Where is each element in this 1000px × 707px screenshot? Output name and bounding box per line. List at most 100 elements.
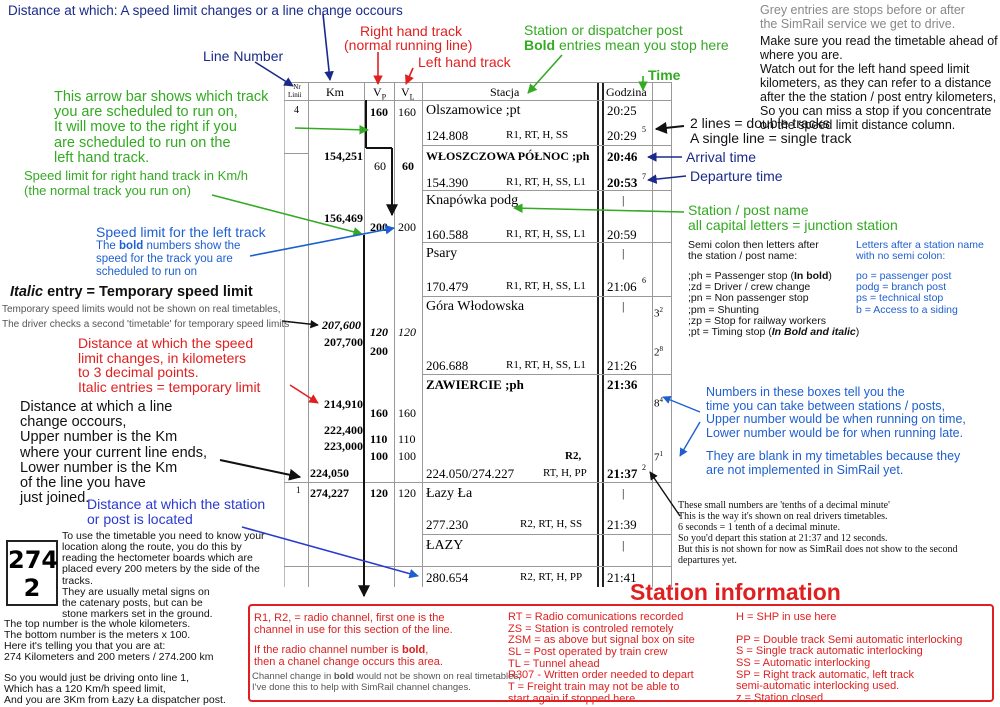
km-value: 154,251 [324,149,363,163]
vl-value: 110 [398,432,416,446]
km-value: 207,700 [324,335,363,349]
header-godzina: Godzina [606,85,647,99]
header-vp: VP [373,85,387,102]
tenths: 6 [642,276,646,285]
timetable: Nr Linii Km VP VL Stacja Godzina 4 1 154… [284,82,672,587]
station-name: Knapówka podg [426,193,519,208]
callout-departure: Departure time [690,168,783,184]
station-km: 277.230 [426,517,469,532]
tenths: 7 [642,172,646,181]
info-title: Station information [630,579,841,605]
vl-value: 160 [398,105,416,119]
line-number: 1 [296,485,301,495]
callout-station-post: Station or dispatcher post [524,22,683,38]
station-name: ŁAZY [426,538,464,553]
box-upper: 84 [654,396,663,410]
station-km: 280.654 [426,570,469,585]
vl-value: 120 [398,486,416,500]
hectometer-board: 274 2 [6,540,58,606]
callout-right-track-sub: (normal running line) [344,37,473,53]
departure-time: 20:53 [607,175,638,190]
vp-value: 60 [374,159,386,173]
time: 20:59 [607,227,637,242]
station-codes: R1, RT, H, SS [506,129,569,141]
callout-right-track: Right hand track [360,23,462,39]
time: 21:37 [607,466,638,481]
board-explain: The top number is the whole kilometers.T… [4,618,226,706]
make-sure-note: Make sure you read the timetable ahead o… [760,34,998,132]
station-codes: R1, RT, H, SS, L1 [506,176,586,188]
vp-value: 120 [370,486,388,500]
station-km: 160.588 [426,227,469,242]
callout-italic-title: Italic entry = Temporary speed limit [10,284,253,300]
station-codes: R1, RT, H, SS, L1 [506,359,586,371]
time: 20:29 [607,128,637,143]
station-km: 206.688 [426,358,469,373]
line-number: 4 [294,105,299,116]
pass-mark: | [622,538,625,552]
header-nr: Nr [293,83,301,91]
station-information-box: R1, R2, = radio channel, first one is th… [248,604,994,705]
station-codes: R1, RT, H, SS, L1 [506,228,586,240]
vl-value: 60 [402,159,414,173]
header-linii: Linii [288,91,302,99]
station-km: 124.808 [426,128,469,143]
box-upper: 71 [654,450,663,464]
vp-value: 200 [370,344,388,358]
station-km: 224.050/274.227 [426,466,515,481]
station-name: Łazy Ła [426,486,473,501]
km-value: 156,469 [324,211,363,225]
vp-value: 120 [370,325,388,339]
station-codes: R2, [565,450,582,462]
header-stacja: Stacja [490,85,520,99]
vl-value: 200 [398,220,416,234]
pass-mark: | [622,246,625,260]
time: 21:06 [607,279,637,294]
station-codes: R1, RT, H, SS, L1 [506,280,586,292]
pass-mark: | [622,193,625,207]
info-col-radio-note: Channel change in bold would not be show… [252,671,521,693]
header-vl: VL [401,85,415,102]
track-arrow-bar [358,100,398,598]
callout-time: Time [648,67,681,83]
header-km: Km [326,85,344,99]
vl-value: 160 [398,406,416,420]
km-value-temporary: 207,600 [322,318,361,332]
info-col-radio: R1, R2, = radio channel, first one is th… [254,612,453,669]
callout-line-number: Line Number [203,48,284,64]
hectometer-explain: To use the timetable you need to know yo… [62,530,265,620]
pass-mark: | [622,486,625,500]
vp-value: 160 [370,105,388,119]
km-value: 222,400 [324,423,363,437]
vp-value: 160 [370,406,388,420]
station-km: 154.390 [426,175,469,190]
station-codes: R2, RT, H, PP [520,571,583,583]
time: 21:39 [607,517,637,532]
grey-note: Grey entries are stops before or after [760,3,965,17]
callout-speed-left: Speed limit for the left track [96,224,266,240]
box-upper: 28 [654,345,663,359]
pass-mark: | [622,299,625,313]
tenths: 2 [642,463,646,472]
km-value: 223,000 [324,439,363,453]
vl-value: 120 [398,325,416,339]
callout-station-bold: Bold entries mean you stop here [524,37,729,53]
box-upper: 32 [654,306,663,320]
km-value: 224,050 [310,466,349,480]
km-value: 274,227 [310,486,349,500]
callout-left-track: Left hand track [418,54,511,70]
callout-tenths: These small numbers are 'tenths of a dec… [678,500,958,566]
tenths: 5 [642,125,646,134]
station-name: Olszamowice ;pt [426,103,521,118]
station-codes: R2, RT, H, SS [520,518,583,530]
